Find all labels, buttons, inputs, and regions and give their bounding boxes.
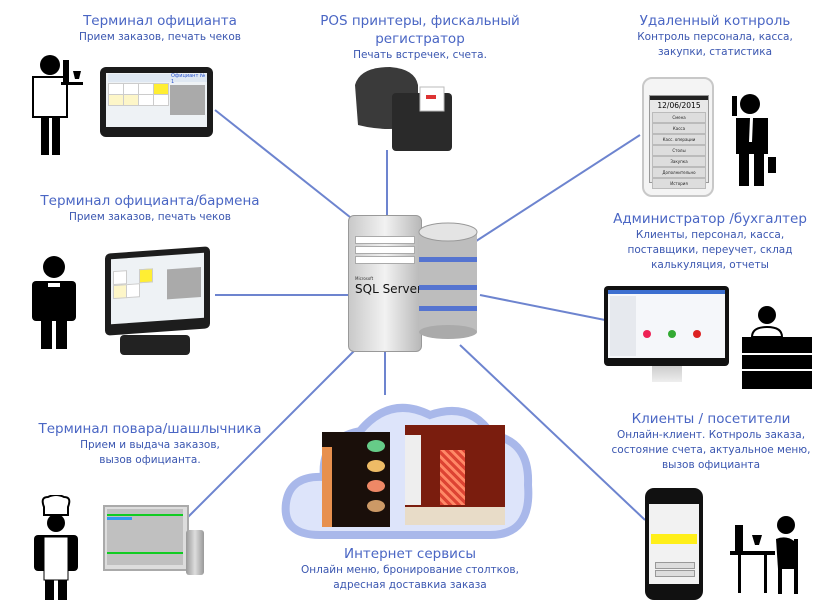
admin-screen	[608, 290, 725, 358]
remote-phone: 12/06/2015 Смена Касса Касс. операции Ст…	[642, 77, 714, 197]
phone-menu-item[interactable]: Касса	[652, 123, 706, 134]
pos-printers-title: POS принтеры, фискальный регистратор	[320, 13, 520, 47]
clients-subtitle-2: состояние счета, актуальное меню,	[611, 444, 811, 456]
phone-menu-item[interactable]: Смена	[652, 112, 706, 123]
client-phone-screen	[649, 504, 699, 584]
pos-printers-subtitle: Печать встречек, счета.	[353, 49, 487, 61]
online-menu-screenshot	[322, 432, 390, 527]
pos-printer-icon	[355, 67, 452, 151]
table-booking-screenshot	[405, 425, 505, 525]
line-cook	[184, 344, 361, 521]
phone-menu-item[interactable]: Дополнительно	[652, 167, 706, 178]
remote-control-subtitle-2: закупки, статистика	[657, 46, 773, 58]
bartender-icon	[32, 256, 76, 349]
line-clients	[459, 344, 646, 521]
admin-label: Администратор /бухгалтер Клиенты, персон…	[600, 210, 820, 273]
sql-server-icon: Microsoft SQL Server	[348, 215, 422, 352]
client-phone	[645, 488, 703, 600]
tablet-screen: Официант № 1	[106, 73, 207, 127]
cook-terminal-title: Терминал повара/шашлычника	[38, 421, 262, 437]
admin-title: Администратор /бухгалтер	[613, 211, 807, 227]
waiter-terminal-label: Терминал официанта Прием заказов, печать…	[40, 12, 280, 45]
internet-subtitle-2: адресная доставкиа заказа	[333, 579, 487, 591]
phone-menu: Смена Касса Касс. операции Столы Закупка…	[652, 112, 706, 189]
sql-server-brand: Microsoft	[355, 276, 374, 281]
remote-control-subtitle-1: Контроль персонала, касса,	[637, 31, 793, 43]
clients-subtitle-3: вызов официанта	[661, 459, 761, 471]
phone-screen: 12/06/2015 Смена Касса Касс. операции Ст…	[649, 95, 709, 189]
remote-control-label: Удаленный котнроль Контроль персонала, к…	[610, 12, 820, 60]
bartender-terminal-title: Терминал официанта/бармена	[40, 193, 260, 209]
tablet-screen-label: Официант № 1	[171, 73, 206, 85]
database-icon	[418, 222, 478, 339]
internet-title: Интернет сервисы	[343, 546, 477, 562]
line-admin	[479, 294, 606, 321]
bartender-terminal-label: Терминал официанта/бармена Прием заказов…	[30, 192, 270, 225]
waiter-terminal-subtitle: Прием заказов, печать чеков	[79, 31, 241, 43]
phone-menu-item[interactable]: История	[652, 178, 706, 189]
remote-control-title: Удаленный котнроль	[639, 13, 791, 29]
phone-date: 12/06/2015	[657, 101, 701, 110]
waiter-tablet: Официант № 1	[100, 67, 213, 137]
accountant-at-desk-icon	[742, 306, 812, 389]
admin-subtitle-1: Клиенты, персонал, касса,	[635, 229, 785, 241]
cook-terminal-label: Терминал повара/шашлычника Прием и выдач…	[30, 420, 270, 468]
clients-subtitle-1: Онлайн-клиент. Котнроль заказа,	[616, 429, 806, 441]
phone-menu-item[interactable]: Касс. операции	[652, 134, 706, 145]
sql-server-product: SQL Server	[355, 282, 422, 296]
clients-label: Клиенты / посетители Онлайн-клиент. Котн…	[600, 410, 822, 473]
monitor-stand	[652, 366, 682, 382]
admin-subtitle-2: поставщики, переучет, склад	[627, 244, 793, 256]
cook-terminal-subtitle-1: Прием и выдача заказов,	[80, 439, 220, 451]
waiter-terminal-title: Терминал официанта	[83, 13, 237, 29]
cook-terminal-subtitle-2: вызов официанта.	[99, 454, 201, 466]
manager-on-phone-icon	[732, 94, 776, 186]
line-waiter	[214, 109, 361, 226]
internet-subtitle-1: Онлайн меню, бронирование столтков,	[301, 564, 519, 576]
phone-menu-item[interactable]: Столы	[652, 145, 706, 156]
waiter-icon	[32, 55, 83, 155]
admin-subtitle-3: калькуляция, отчеты	[651, 259, 769, 271]
bartender-terminal-subtitle: Прием заказов, печать чеков	[69, 211, 231, 223]
admin-monitor	[604, 286, 729, 366]
line-remote	[469, 134, 641, 246]
cook-icon	[34, 495, 78, 600]
bartender-screen	[111, 252, 204, 325]
cook-screen	[103, 505, 189, 571]
internet-label: Интернет сервисы Онлайн меню, бронирован…	[275, 545, 545, 593]
clients-title: Клиенты / посетители	[631, 411, 791, 427]
pos-printers-label: POS принтеры, фискальный регистратор Печ…	[275, 12, 565, 63]
terminal-stand	[120, 335, 190, 355]
diner-icon	[730, 516, 798, 594]
phone-menu-item[interactable]: Закупка	[652, 156, 706, 167]
bartender-pos-terminal	[105, 246, 210, 336]
wall-mount-arm	[186, 530, 204, 575]
